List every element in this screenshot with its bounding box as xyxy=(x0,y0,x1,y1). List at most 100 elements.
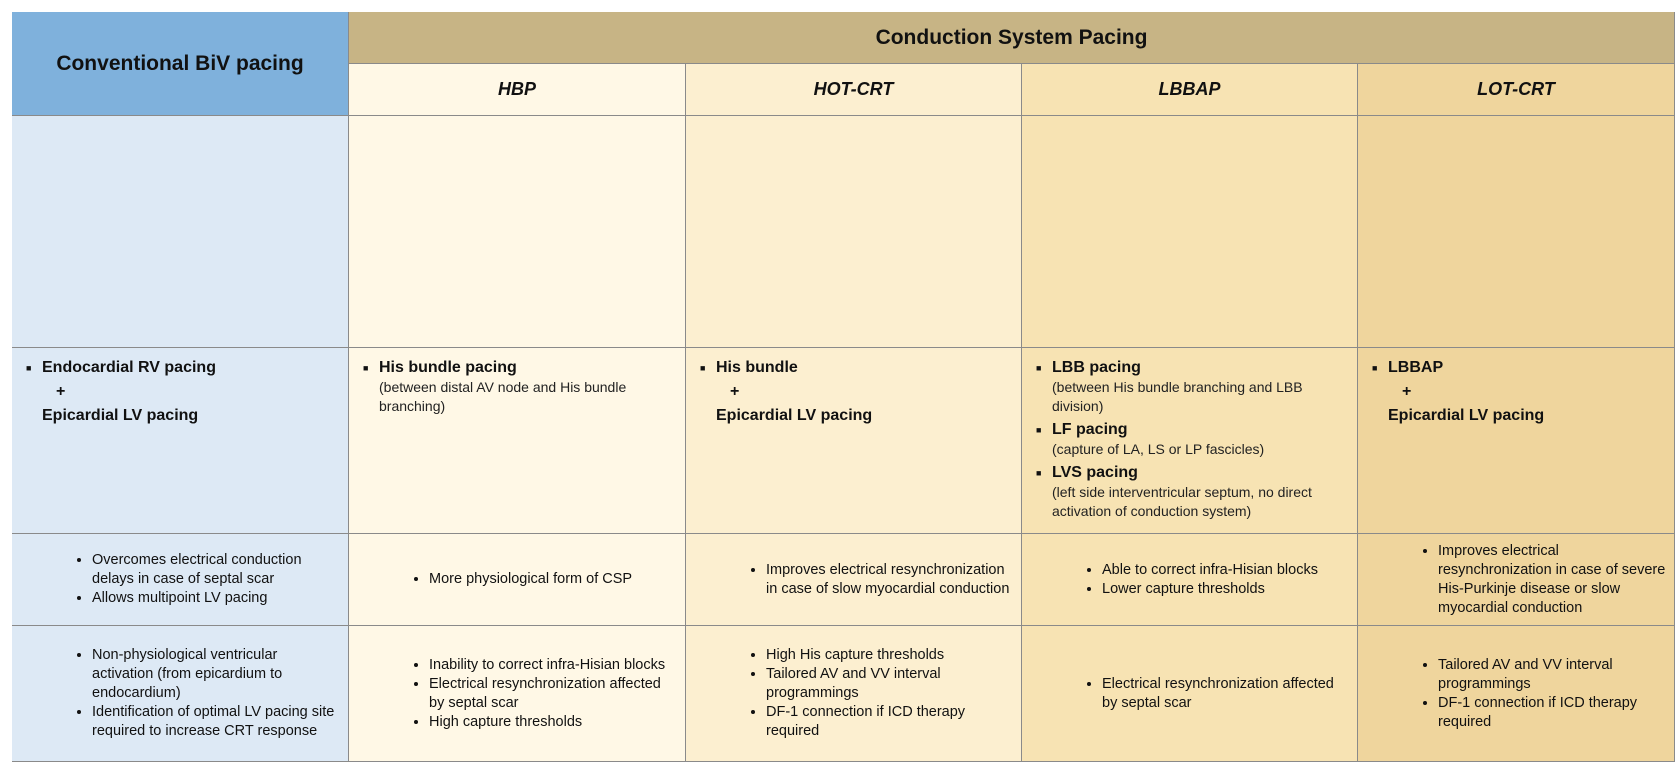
cons-list: Tailored AV and VV interval programmings… xyxy=(1412,656,1666,732)
cons-item: Identification of optimal LV pacing site… xyxy=(92,703,340,741)
cons-biv: Non-physiological ventricular activation… xyxy=(12,626,349,762)
cons-item: DF-1 connection if ICD therapy required xyxy=(1438,694,1666,732)
description-item: His bundle pacing(between distal AV node… xyxy=(363,358,675,416)
heart-svg xyxy=(1085,124,1295,339)
heart-svg xyxy=(412,124,622,339)
pros-list: Overcomes electrical conduction delays i… xyxy=(66,551,340,608)
pros-hot-crt: Improves electrical resynchronization in… xyxy=(686,534,1022,626)
cons-item: Electrical resynchronization affected by… xyxy=(1102,675,1349,713)
thumbs-up-icon xyxy=(20,563,54,597)
description-plus: + xyxy=(1402,383,1412,400)
cons-item: High capture thresholds xyxy=(429,713,677,732)
description-item: + xyxy=(700,382,1011,402)
description-item: + xyxy=(26,382,338,402)
description-sub2: Epicardial LV pacing xyxy=(716,407,873,424)
description-main: LF pacing xyxy=(1036,420,1347,440)
thumbs-down-icon xyxy=(1366,677,1400,711)
pros-item: Overcomes electrical conduction delays i… xyxy=(92,551,340,589)
description-item: Endocardial RV pacing xyxy=(26,358,338,378)
description-plus: + xyxy=(730,383,740,400)
pros-item: Improves electrical resynchronization in… xyxy=(766,561,1013,599)
pros-hbp: More physiological form of CSP xyxy=(349,534,686,626)
pros-list: Able to correct infra-Hisian blocksLower… xyxy=(1076,561,1318,599)
pros-list: More physiological form of CSP xyxy=(403,570,632,589)
thumbs-down-icon xyxy=(20,677,54,711)
pros-biv: Overcomes electrical conduction delays i… xyxy=(12,534,349,626)
pros-list: Improves electrical resynchronization in… xyxy=(1412,542,1666,618)
heart-svg xyxy=(1411,124,1621,339)
thumbs-down-icon xyxy=(694,677,728,711)
description-main: LBB pacing xyxy=(1036,358,1347,378)
description-item: Epicardial LV pacing xyxy=(26,406,338,426)
subheader-hot-crt: HOT-CRT xyxy=(686,64,1022,116)
conventional-header: Conventional BiV pacing xyxy=(12,12,349,116)
thumbs-down-icon xyxy=(357,677,391,711)
description-main: LVS pacing xyxy=(1036,463,1347,483)
description-lot-crt: LBBAP + Epicardial LV pacing xyxy=(1358,348,1675,534)
heart-svg xyxy=(75,124,285,339)
description-item: + xyxy=(1372,382,1664,402)
subheader-lbbap: LBBAP xyxy=(1022,64,1358,116)
description-biv: Endocardial RV pacing + Epicardial LV paci… xyxy=(12,348,349,534)
thumbs-up-icon xyxy=(357,563,391,597)
description-note: (capture of LA, LS or LP fascicles) xyxy=(1052,441,1265,457)
thumbs-up-icon xyxy=(1366,563,1400,597)
description-plus: + xyxy=(56,383,66,400)
pros-lbbap: Able to correct infra-Hisian blocksLower… xyxy=(1022,534,1358,626)
heart-diagram-lbbap xyxy=(1022,116,1358,348)
pros-item: More physiological form of CSP xyxy=(429,570,632,589)
description-item: LBB pacing(between His bundle branching … xyxy=(1036,358,1347,416)
csp-header: Conduction System Pacing xyxy=(349,12,1675,64)
description-main: His bundle pacing xyxy=(363,358,675,378)
subheader-hbp: HBP xyxy=(349,64,686,116)
pros-item: Able to correct infra-Hisian blocks xyxy=(1102,561,1318,580)
description-lbbap: LBB pacing(between His bundle branching … xyxy=(1022,348,1358,534)
cons-item: DF-1 connection if ICD therapy required xyxy=(766,703,1013,741)
cons-list: Inability to correct infra-Hisian blocks… xyxy=(403,656,677,732)
description-item: LVS pacing(left side interventricular se… xyxy=(1036,463,1347,521)
pros-item: Improves electrical resynchronization in… xyxy=(1438,542,1666,618)
heart-svg xyxy=(749,124,959,339)
description-hbp: His bundle pacing(between distal AV node… xyxy=(349,348,686,534)
cons-list: Non-physiological ventricular activation… xyxy=(66,646,340,741)
description-item: LBBAP xyxy=(1372,358,1664,378)
cons-item: High His capture thresholds xyxy=(766,646,1013,665)
description-item: His bundle xyxy=(700,358,1011,378)
heart-diagram-lot-crt xyxy=(1358,116,1675,348)
description-item: LF pacing(capture of LA, LS or LP fascic… xyxy=(1036,420,1347,459)
description-note: (between His bundle branching and LBB di… xyxy=(1052,379,1303,414)
cons-list: Electrical resynchronization affected by… xyxy=(1076,675,1349,713)
description-main: LBBAP xyxy=(1372,358,1664,378)
cons-hbp: Inability to correct infra-Hisian blocks… xyxy=(349,626,686,762)
pros-list: Improves electrical resynchronization in… xyxy=(740,561,1013,599)
pros-item: Lower capture thresholds xyxy=(1102,580,1318,599)
cons-item: Inability to correct infra-Hisian blocks xyxy=(429,656,677,675)
description-main: His bundle xyxy=(700,358,1011,378)
cons-item: Tailored AV and VV interval programmings xyxy=(1438,656,1666,694)
description-item: Epicardial LV pacing xyxy=(1372,406,1664,426)
cons-item: Tailored AV and VV interval programmings xyxy=(766,665,1013,703)
cons-item: Non-physiological ventricular activation… xyxy=(92,646,340,703)
pros-lot-crt: Improves electrical resynchronization in… xyxy=(1358,534,1675,626)
thumbs-up-icon xyxy=(1030,563,1064,597)
cons-lot-crt: Tailored AV and VV interval programmings… xyxy=(1358,626,1675,762)
heart-diagram-biv xyxy=(12,116,349,348)
description-note: (left side interventricular septum, no d… xyxy=(1052,484,1312,519)
description-sub2: Epicardial LV pacing xyxy=(1388,407,1545,424)
description-main: Endocardial RV pacing xyxy=(26,358,338,378)
heart-diagram-hbp xyxy=(349,116,686,348)
comparison-table: Conventional BiV pacing Conduction Syste… xyxy=(12,12,1675,762)
subheader-lot-crt: LOT-CRT xyxy=(1358,64,1675,116)
cons-list: High His capture thresholdsTailored AV a… xyxy=(740,646,1013,741)
heart-diagram-hot-crt xyxy=(686,116,1022,348)
cons-item: Electrical resynchronization affected by… xyxy=(429,675,677,713)
cons-lbbap: Electrical resynchronization affected by… xyxy=(1022,626,1358,762)
thumbs-down-icon xyxy=(1030,677,1064,711)
description-sub2: Epicardial LV pacing xyxy=(42,407,199,424)
description-note: (between distal AV node and His bundle b… xyxy=(379,379,627,414)
thumbs-up-icon xyxy=(694,563,728,597)
description-item: Epicardial LV pacing xyxy=(700,406,1011,426)
cons-hot-crt: High His capture thresholdsTailored AV a… xyxy=(686,626,1022,762)
description-hot-crt: His bundle + Epicardial LV pacing xyxy=(686,348,1022,534)
pros-item: Allows multipoint LV pacing xyxy=(92,589,340,608)
